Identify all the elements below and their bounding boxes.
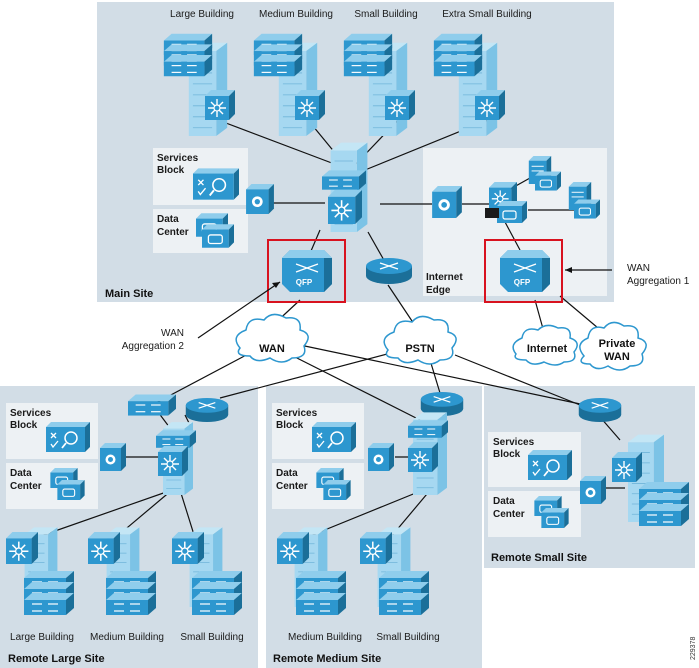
pstn-cloud-label: PSTN <box>405 343 434 355</box>
rm-data-center-server-icon-2 <box>322 479 352 501</box>
main-site-label: Main Site <box>105 288 153 300</box>
edge-appliance-icon <box>534 170 562 192</box>
rl-wan-switch-icon <box>127 393 177 417</box>
rm-building-label-medium: Medium Building <box>288 632 362 643</box>
internet-cloud <box>512 324 578 366</box>
private-wan-cloud <box>579 321 647 371</box>
pstn-cloud <box>383 315 457 365</box>
callout-lines <box>197 267 612 339</box>
edge-firewall-icon <box>496 200 528 224</box>
figure-code: 229378 <box>690 637 697 660</box>
rl-data-center-label-1: Data <box>10 468 32 479</box>
internet-edge-label-2: Edge <box>426 285 451 296</box>
main-services-icon <box>192 167 240 201</box>
edge-appliance-icon-2 <box>573 198 601 220</box>
edge-firewall-brick-icon <box>485 208 499 218</box>
edge-firewall-switch-icon <box>432 186 462 218</box>
rm-router-icon <box>420 391 464 417</box>
rl-services-icon <box>45 421 91 453</box>
wan-aggregation-2-highlight <box>267 239 346 303</box>
rm-services-switch-icon <box>368 443 394 471</box>
rm-data-center-label-1: Data <box>276 468 298 479</box>
rl-data-center-server-icon-2 <box>56 479 86 501</box>
wan-agg-1-label-1: WAN <box>627 263 650 274</box>
main-services-label-1: Services <box>157 153 199 164</box>
main-services-label-2: Block <box>157 165 185 176</box>
main-data-center-label-1: Data <box>157 214 179 225</box>
internet-edge-label-1: Internet <box>426 272 463 283</box>
main-building-label-small: Small Building <box>354 9 417 20</box>
main-building-label-extra-small: Extra Small Building <box>442 9 531 20</box>
rs-data-center-label-1: Data <box>493 496 515 507</box>
rl-services-label-2: Block <box>10 420 38 431</box>
rm-services-label-1: Services <box>276 408 318 419</box>
pstn-router-icon <box>365 257 413 285</box>
remote-medium-site-label: Remote Medium Site <box>273 653 381 665</box>
rm-data-center-label-2: Center <box>276 481 308 492</box>
remote-large-site-label: Remote Large Site <box>8 653 105 665</box>
main-building-label-large: Large Building <box>170 9 234 20</box>
rl-building-label-large: Large Building <box>10 632 74 643</box>
rm-services-icon <box>311 421 357 453</box>
main-data-center-label-2: Center <box>157 227 189 238</box>
remote-small-site-label: Remote Small Site <box>491 552 587 564</box>
wan-cloud-label: WAN <box>259 343 285 355</box>
rm-building-label-small: Small Building <box>376 632 439 643</box>
rs-data-center-server-icon-2 <box>540 507 570 529</box>
wan-agg-2-label-2: Aggregation 2 <box>122 341 185 352</box>
rs-services-switch-icon <box>580 476 606 504</box>
private-wan-label-1: Private <box>599 338 636 350</box>
main-services-switch-icon <box>246 184 274 214</box>
wan-agg-1-label-2: Aggregation 1 <box>627 276 690 287</box>
wan-aggregation-1-highlight <box>484 239 563 303</box>
rs-data-center-label-2: Center <box>493 509 525 520</box>
rs-services-label-2: Block <box>493 449 521 460</box>
wan-agg-2-label-1: WAN <box>161 328 184 339</box>
wan-cloud <box>235 313 309 363</box>
rl-services-label-1: Services <box>10 408 52 419</box>
rm-core-switch <box>407 412 449 496</box>
main-data-center-server-icon-2 <box>201 223 235 249</box>
rs-services-label-1: Services <box>493 437 535 448</box>
rl-building-label-medium: Medium Building <box>90 632 164 643</box>
rl-services-switch-icon <box>100 443 126 471</box>
rl-data-center-label-2: Center <box>10 481 42 492</box>
rl-building-label-small: Small Building <box>180 632 243 643</box>
rm-services-label-2: Block <box>276 420 304 431</box>
rs-router-icon <box>578 397 622 423</box>
private-wan-label-2: WAN <box>604 351 630 363</box>
qfp-label-2: QFP <box>296 278 313 287</box>
rl-router-icon <box>185 397 229 423</box>
main-building-label-medium: Medium Building <box>259 9 333 20</box>
internet-cloud-label: Internet <box>527 343 568 355</box>
rs-services-icon <box>527 449 573 481</box>
qfp-label-1: QFP <box>514 278 531 287</box>
